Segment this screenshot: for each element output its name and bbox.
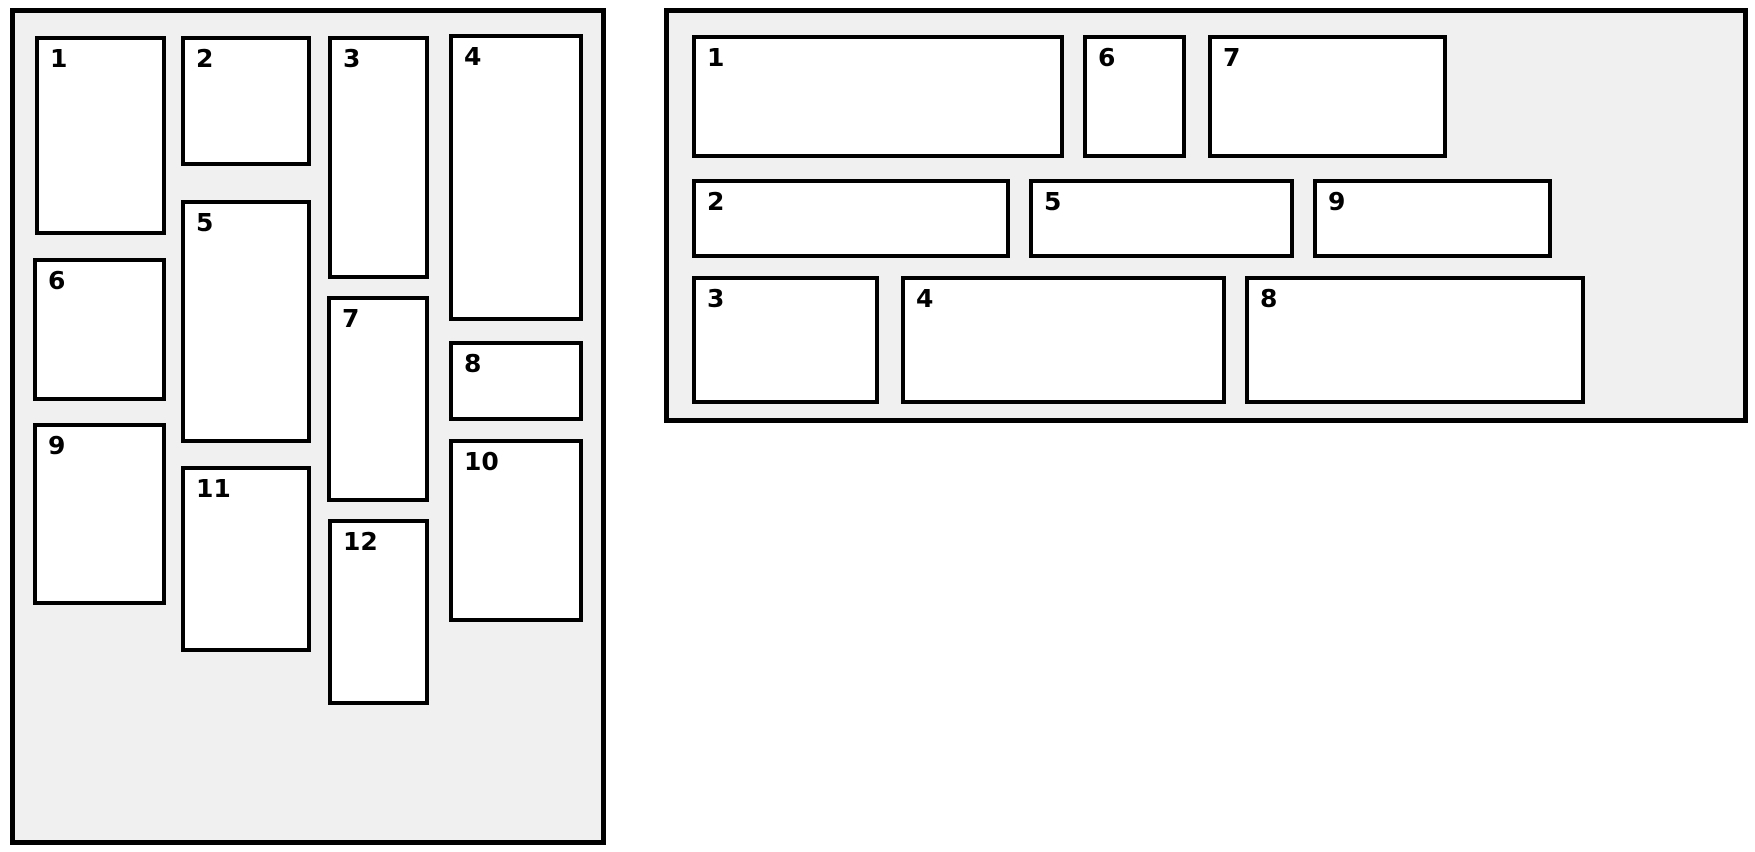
layout-box[interactable]: 9 (1313, 179, 1552, 258)
layout-box[interactable]: 10 (449, 439, 583, 622)
box-number-label: 3 (343, 44, 361, 73)
box-number-label: 1 (50, 44, 68, 73)
layout-box[interactable]: 3 (328, 36, 429, 279)
box-number-label: 12 (343, 527, 378, 556)
layout-box[interactable]: 2 (692, 179, 1010, 258)
box-number-label: 10 (464, 447, 499, 476)
box-number-label: 7 (1223, 43, 1241, 72)
layout-box[interactable]: 7 (327, 296, 429, 502)
box-number-label: 1 (707, 43, 725, 72)
box-number-label: 2 (196, 44, 214, 73)
layout-box[interactable]: 4 (901, 276, 1226, 404)
layout-box[interactable]: 4 (449, 34, 583, 321)
layout-box[interactable]: 2 (181, 36, 311, 166)
box-number-label: 6 (1098, 43, 1116, 72)
panel-right: 1 6 7 2 5 9 3 4 8 (664, 8, 1748, 423)
layout-box[interactable]: 1 (692, 35, 1064, 158)
layout-box[interactable]: 5 (181, 200, 311, 443)
box-number-label: 8 (1260, 284, 1278, 313)
layout-box[interactable]: 12 (328, 519, 429, 705)
box-number-label: 11 (196, 474, 231, 503)
box-number-label: 9 (48, 431, 66, 460)
box-number-label: 4 (464, 42, 482, 71)
layout-box[interactable]: 9 (33, 423, 166, 605)
layout-box[interactable]: 1 (35, 36, 166, 235)
layout-box[interactable]: 3 (692, 276, 879, 404)
box-number-label: 4 (916, 284, 934, 313)
layout-box[interactable]: 6 (33, 258, 166, 401)
layout-box[interactable]: 7 (1208, 35, 1447, 158)
box-number-label: 8 (464, 349, 482, 378)
layout-box[interactable]: 11 (181, 466, 311, 652)
box-number-label: 3 (707, 284, 725, 313)
box-number-label: 2 (707, 187, 725, 216)
layout-box[interactable]: 8 (1245, 276, 1585, 404)
box-number-label: 6 (48, 266, 66, 295)
layout-box[interactable]: 6 (1083, 35, 1186, 158)
box-number-label: 5 (196, 208, 214, 237)
box-number-label: 7 (342, 304, 360, 333)
box-number-label: 9 (1328, 187, 1346, 216)
layout-box[interactable]: 5 (1029, 179, 1294, 258)
box-number-label: 5 (1044, 187, 1062, 216)
layout-box[interactable]: 8 (449, 341, 583, 421)
